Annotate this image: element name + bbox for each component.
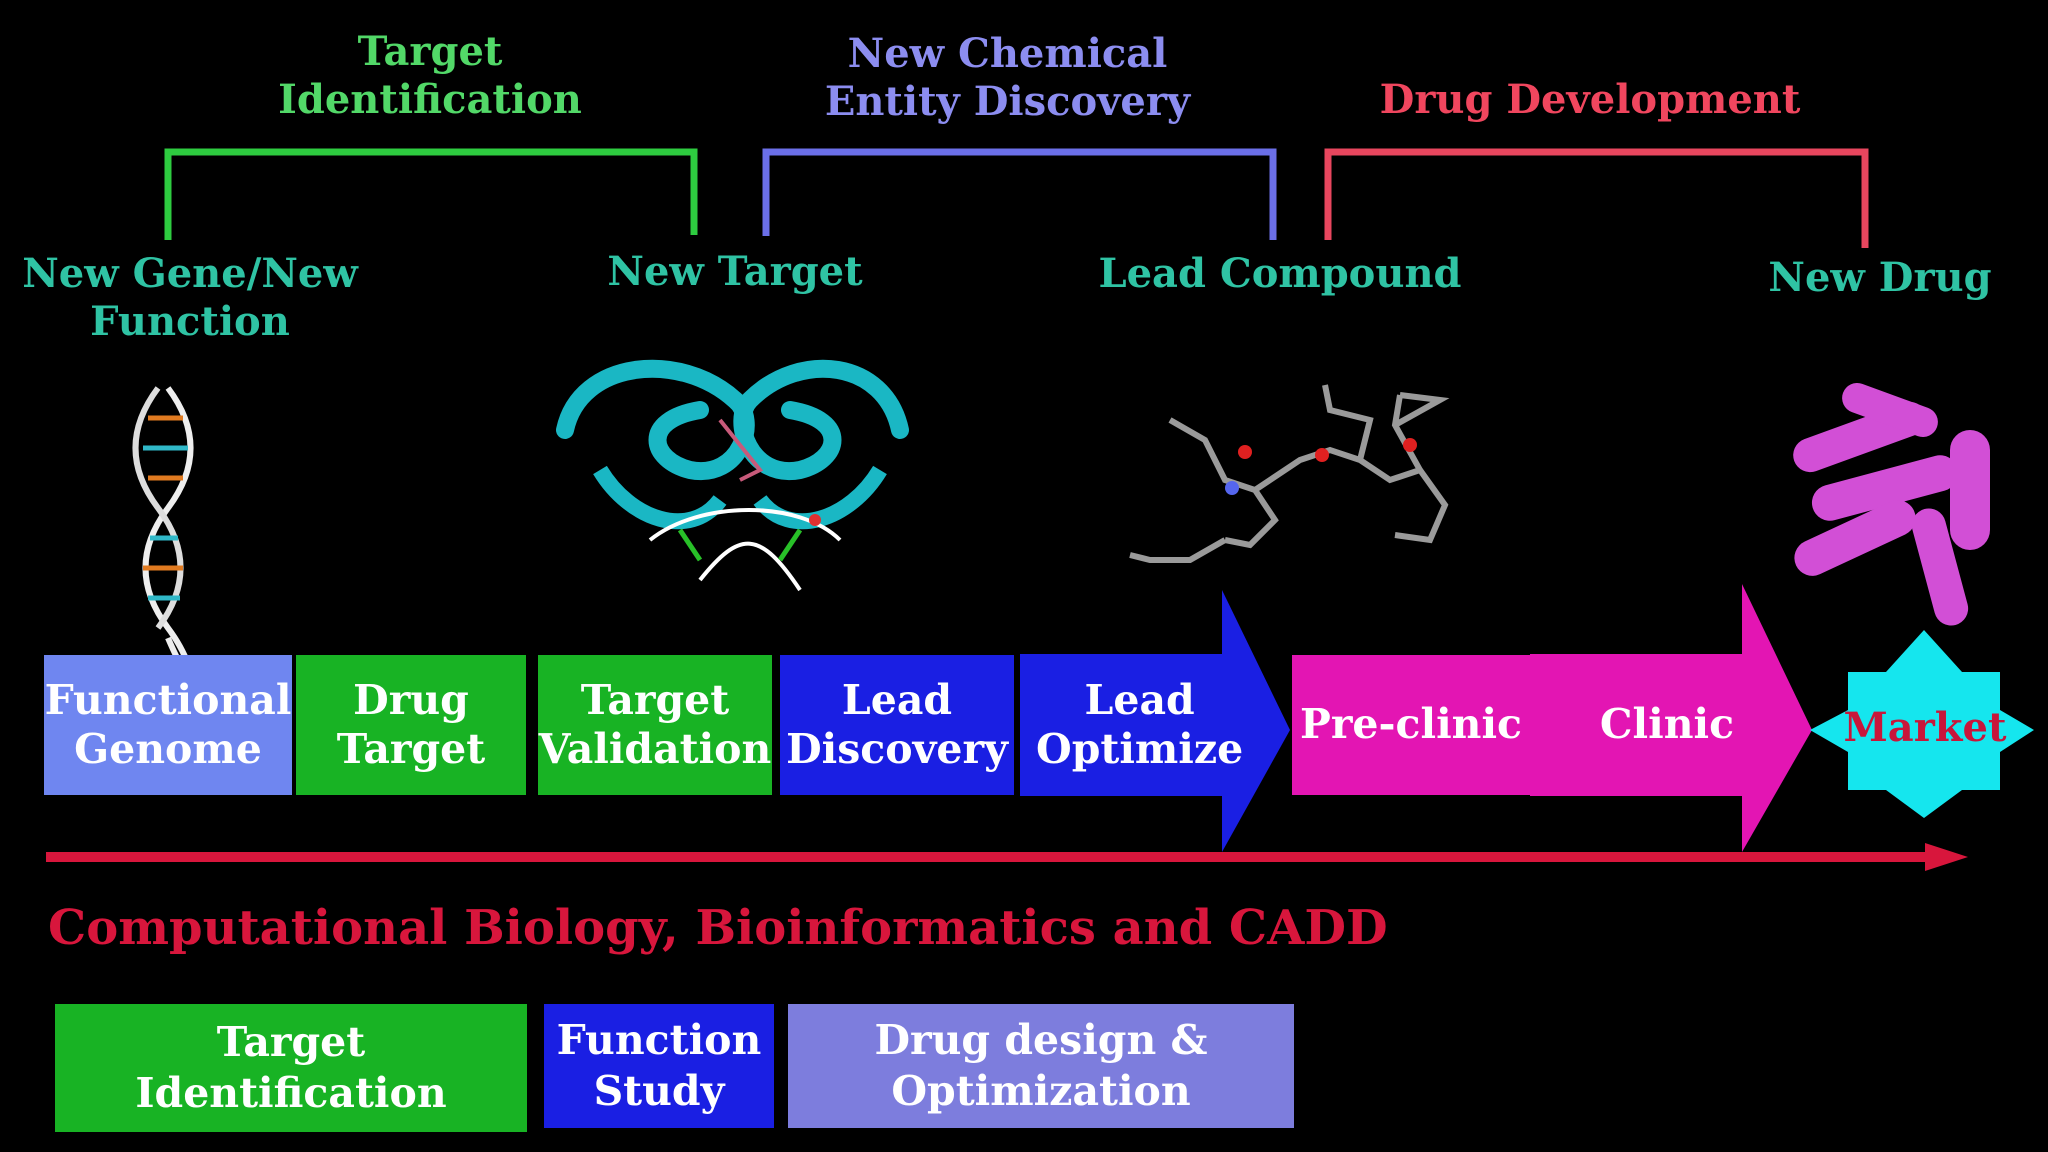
timeline-arrow-head — [1925, 843, 1968, 871]
pipeline-caption: Computational Biology, Bioinformatics an… — [48, 900, 1388, 956]
stage-functional-genome: Functional Genome — [44, 655, 292, 795]
lead-phase-arrow — [1020, 590, 1290, 852]
milestone-new-drug: New Drug — [1768, 254, 1992, 301]
pills-illustration — [1793, 383, 1990, 626]
milestone-new-target: New Target — [607, 248, 863, 295]
milestone-new-gene: New Gene/New Function — [22, 250, 358, 345]
support-function-study: Function Study — [544, 1004, 774, 1128]
stage-label: Drug Target — [336, 675, 486, 773]
stage-target-validation: Target Validation — [538, 655, 772, 795]
molecule-illustration — [1129, 384, 1450, 563]
stage-drug-target: Drug Target — [296, 655, 526, 795]
milestone-lead-compound: Lead Compound — [1098, 250, 1462, 297]
market-star — [1810, 630, 2034, 818]
clinic-phase-arrow — [1530, 584, 1812, 852]
phase-title-target-identification: Target Identification — [278, 28, 582, 123]
stage-lead-discovery: Lead Discovery — [780, 655, 1014, 795]
stage-label: Target Validation — [538, 675, 772, 773]
phase-title-new-chemical-entity: New Chemical Entity Discovery — [824, 30, 1191, 125]
stage-label: Pre-clinic — [1300, 700, 1522, 749]
support-label: Drug design & Optimization — [874, 1015, 1208, 1115]
stage-label: Lead Discovery — [786, 675, 1008, 773]
support-target-identification: Target Identification — [55, 1004, 527, 1132]
protein-structure-illustration — [556, 359, 909, 592]
dna-helix-illustration — [132, 386, 194, 680]
stage-label: Clinic — [1599, 700, 1735, 749]
bracket-new-chemical-entity — [762, 148, 1277, 240]
phase-title-drug-development: Drug Development — [1379, 76, 1801, 123]
stage-clinic: Clinic — [1542, 655, 1792, 795]
stage-lead-optimize: Lead Optimize — [1022, 655, 1286, 795]
support-drug-design: Drug design & Optimization — [788, 1004, 1294, 1128]
stage-pre-clinic: Pre-clinic — [1292, 655, 1530, 795]
support-label: Target Identification — [135, 1017, 447, 1117]
market-label: Market — [1843, 704, 2007, 751]
bracket-target-identification — [164, 148, 698, 240]
support-label: Function Study — [556, 1015, 762, 1115]
bracket-drug-development — [1324, 148, 1869, 248]
stage-label: Functional Genome — [44, 675, 292, 773]
stage-label: Lead Optimize — [1036, 675, 1244, 773]
